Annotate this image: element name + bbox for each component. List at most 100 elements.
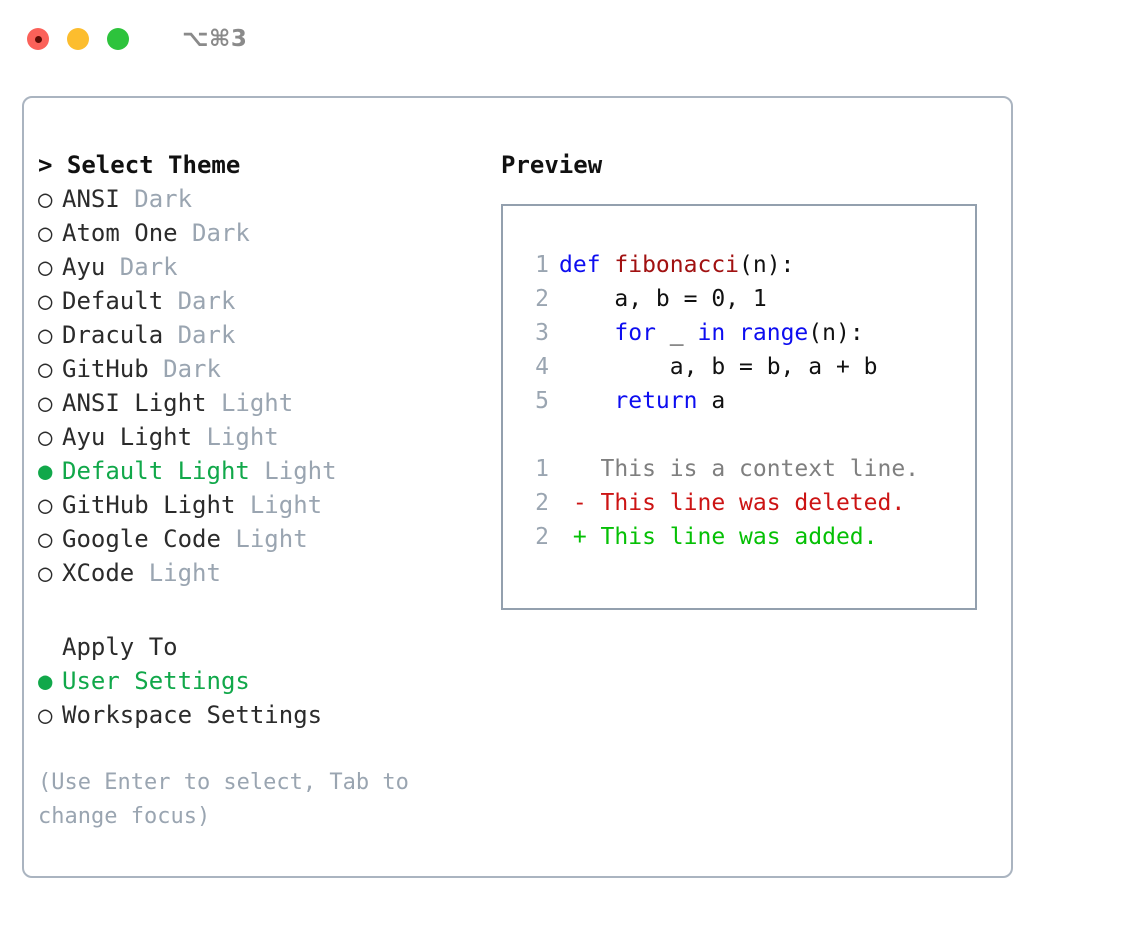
radio-unselected-icon: ○ — [38, 355, 53, 383]
radio-unselected-icon: ○ — [38, 185, 53, 213]
theme-option-category: Light — [249, 457, 337, 485]
keyboard-hint-text: (Use Enter to select, Tab to change focu… — [38, 770, 409, 829]
minimize-button[interactable] — [67, 28, 89, 50]
code-token: a, b = b, a + b — [559, 354, 878, 380]
diff-spacer — [521, 418, 975, 452]
code-token — [559, 388, 614, 414]
diff-sign — [559, 456, 601, 482]
code-token: a — [697, 388, 726, 414]
theme-option-category: Dark — [163, 321, 236, 349]
theme-option-category: Dark — [148, 355, 221, 383]
code-line: 2 a, b = 0, 1 — [521, 282, 975, 316]
theme-option-ansi[interactable]: ○ ANSI Dark — [38, 182, 498, 216]
diff-line: 1 This is a context line. — [521, 452, 975, 486]
radio-selected-icon: ● — [38, 667, 53, 695]
radio-unselected-icon: ○ — [38, 423, 53, 451]
main-panel: > Select Theme ○ANSI Dark○Atom One Dark○… — [22, 96, 1013, 878]
apply-to-option-label: Workspace Settings — [62, 701, 323, 729]
code-line: 1 def fibonacci(n): — [521, 248, 975, 282]
line-number: 1 — [535, 252, 549, 278]
theme-option-ayu-light[interactable]: ○ Ayu Light Light — [38, 420, 498, 454]
theme-option-github-light[interactable]: ○ GitHub Light Light — [38, 488, 498, 522]
preview-heading: Preview — [501, 151, 603, 179]
code-token: _ — [655, 320, 698, 346]
diff-sign: - — [559, 490, 601, 516]
code-token: range — [739, 320, 809, 346]
radio-unselected-icon: ○ — [38, 219, 53, 247]
line-number: 2 — [535, 490, 549, 516]
maximize-button[interactable] — [107, 28, 129, 50]
apply-to-option-workspace-settings[interactable]: ○ Workspace Settings — [38, 698, 498, 732]
theme-option-label: Default Light — [62, 457, 250, 485]
radio-selected-icon: ● — [38, 457, 53, 485]
title-bar: ⌥⌘3 — [0, 0, 1140, 78]
diff-sign: + — [559, 524, 601, 550]
line-number: 3 — [535, 320, 549, 346]
diff-text: This line was added. — [600, 524, 878, 550]
apply-to-option-user-settings[interactable]: ● User Settings — [38, 664, 498, 698]
code-token: in — [697, 320, 726, 346]
diff-line: 2 - This line was deleted. — [521, 486, 975, 520]
theme-option-ansi-light[interactable]: ○ANSI Light Light — [38, 386, 498, 420]
select-theme-heading: > Select Theme — [38, 151, 241, 179]
theme-option-default[interactable]: ○Default Dark — [38, 284, 498, 318]
theme-option-category: Dark — [177, 219, 250, 247]
radio-unselected-icon: ○ — [38, 701, 53, 729]
radio-unselected-icon: ○ — [38, 525, 53, 553]
theme-option-category: Dark — [163, 287, 236, 315]
section-spacer — [38, 590, 498, 630]
theme-option-label: XCode — [62, 559, 135, 587]
code-line: 4 a, b = b, a + b — [521, 350, 975, 384]
diff-line: 2 + This line was added. — [521, 520, 975, 554]
theme-option-default-light[interactable]: ● Default Light Light — [38, 454, 498, 488]
radio-unselected-icon: ○ — [38, 253, 53, 281]
theme-list[interactable]: ○ANSI Dark○Atom One Dark○Ayu Dark○Defaul… — [38, 182, 498, 590]
theme-option-label: GitHub Light — [62, 491, 236, 519]
code-line: 3 for _ in range(n): — [521, 316, 975, 350]
theme-option-xcode[interactable]: ○ XCode Light — [38, 556, 498, 590]
code-token: (n): — [808, 320, 864, 346]
radio-unselected-icon: ○ — [38, 559, 53, 587]
close-button[interactable] — [27, 28, 49, 50]
line-number: 2 — [535, 524, 549, 550]
line-number: 1 — [535, 456, 549, 482]
theme-option-ayu[interactable]: ○Ayu Dark — [38, 250, 498, 284]
code-line: 5 return a — [521, 384, 975, 418]
line-number: 2 — [535, 286, 549, 312]
theme-option-category: Light — [206, 389, 294, 417]
apply-to-heading: Apply To — [62, 633, 178, 661]
code-token: a, b = 0, 1 — [559, 286, 767, 312]
diff-text: This is a context line. — [600, 456, 920, 482]
recording-indicator-dot — [34, 35, 42, 43]
theme-option-label: Dracula — [62, 321, 164, 349]
code-token: fibonacci — [614, 252, 740, 278]
theme-option-dracula[interactable]: ○Dracula Dark — [38, 318, 498, 352]
theme-option-label: GitHub — [62, 355, 149, 383]
radio-unselected-icon: ○ — [38, 491, 53, 519]
theme-option-label: Ayu Light — [62, 423, 193, 451]
theme-option-category: Light — [235, 491, 323, 519]
theme-option-github[interactable]: ○ GitHub Dark — [38, 352, 498, 386]
code-token: def — [559, 252, 615, 278]
hint-spacer — [38, 732, 498, 766]
theme-option-google-code[interactable]: ○Google Code Light — [38, 522, 498, 556]
line-number: 5 — [535, 388, 549, 414]
apply-to-list[interactable]: ● User Settings ○ Workspace Settings — [38, 664, 498, 732]
keyboard-shortcut-label: ⌥⌘3 — [182, 25, 248, 52]
theme-option-category: Dark — [119, 185, 193, 213]
theme-option-category: Light — [134, 559, 221, 587]
code-token: return — [614, 388, 698, 414]
theme-option-label: ANSI — [62, 185, 120, 213]
theme-option-label: Atom One — [62, 219, 178, 247]
theme-option-label: Default — [62, 287, 164, 315]
theme-option-atom-one[interactable]: ○ Atom One Dark — [38, 216, 498, 250]
code-token: (n): — [739, 252, 795, 278]
apply-to-option-label: User Settings — [62, 667, 250, 695]
theme-option-category: Light — [192, 423, 279, 451]
line-number: 4 — [535, 354, 549, 380]
code-token: for — [614, 320, 656, 346]
diff-text: This line was deleted. — [600, 490, 906, 516]
